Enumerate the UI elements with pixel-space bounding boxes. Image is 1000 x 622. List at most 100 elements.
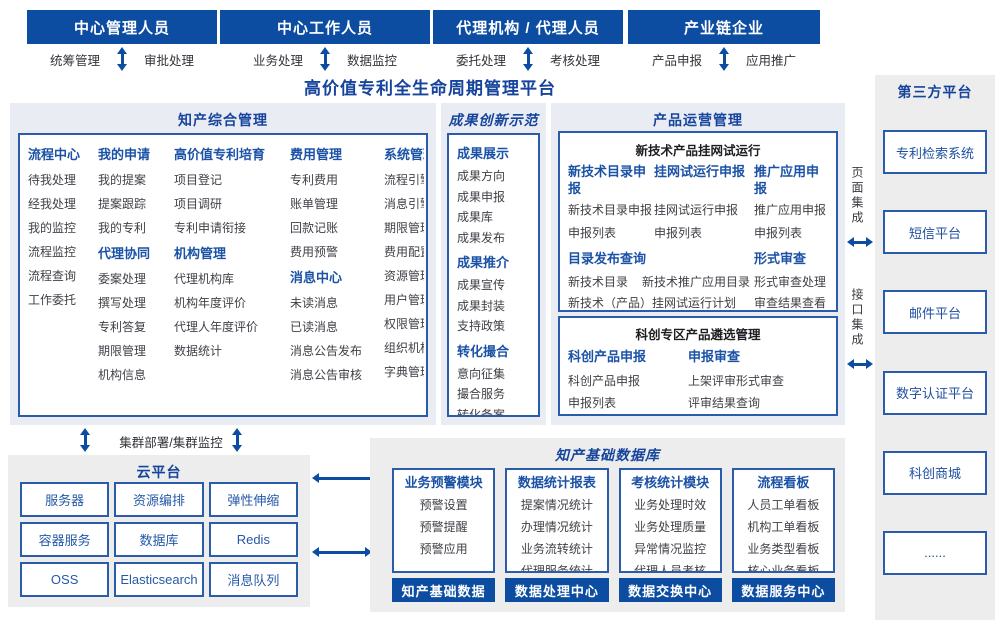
double-arrow-vertical-icon [116,47,128,71]
platform-title: 高价值专利全生命周期管理平台 [304,79,556,98]
menu-item: 意向征集 [457,366,506,381]
panel-title: 知产基础数据库 [555,447,660,463]
double-arrow-vertical-icon [319,47,331,71]
section-header: 目录发布查询 [568,251,647,266]
role-group-industry-chain: 产业链企业 产品申报 应用推广 [628,10,820,72]
menu-row: 新技术目录申报 新技术目录申报申报列表 挂网试运行申报 挂网试运行申报申报列表 … [568,163,828,245]
menu-list: 人员工单看板机构工单看板业务类型看板核心业务看板 [736,494,831,573]
menu-item: 权限管理 [384,317,424,331]
menu-list: 项目登记项目调研专利申请衔接 [174,168,290,240]
menu-item: 项目调研 [174,197,223,211]
panel-title: 云平台 [136,464,182,480]
role-title: 中心管理人员 [27,10,217,44]
menu-inline-row: 新技术目录 新技术推广应用目录 [568,272,754,293]
role-function-label: 统筹管理 [49,53,100,68]
menu-item: 申报列表 [754,226,803,240]
menu-item: 业务类型看板 [747,542,820,556]
role-functions: 产品申报 应用推广 [628,46,820,72]
module-box: 业务预警模块 预警设置预警提醒预警应用 [392,468,496,573]
menu-item: 申报列表 [568,396,617,410]
menu-item: 核心业务看板 [747,564,820,573]
menu-column: 我的申请 我的提案提案跟踪我的专利 代理协同 委案处理撰写处理专利答复期限管理机… [98,145,174,411]
menu-list: 挂网试运行申报申报列表 [654,199,754,245]
section-header: 科创产品申报 [568,349,647,364]
third-party-system-box: 邮件平台 [883,290,987,335]
cluster-deploy-monitor-label: 集群部署/集群监控 [119,436,223,450]
menu-column: 新技术目录申报 新技术目录申报申报列表 [568,163,654,245]
cloud-service-box: 消息队列 [208,562,298,597]
data-center-bar: 知产基础数据 [392,578,496,602]
menu-item: 代理服务统计 [520,564,593,573]
menu-item: 人员工单看板 [747,498,820,512]
menu-item: 已读消息 [290,320,339,334]
module-box: 流程看板 人员工单看板机构工单看板业务类型看板核心业务看板 [731,468,835,573]
double-arrow-horizontal-icon [847,358,873,370]
double-arrow-horizontal-icon [312,546,372,558]
menu-list: 代理机构库机构年度评价代理人年度评价数据统计 [174,267,290,363]
section-header: 转化撮合 [457,343,510,359]
menu-item: 申报列表 [654,226,703,240]
menu-column: 挂网试运行申报 挂网试运行申报申报列表 [654,163,754,245]
third-party-system-box: ...... [883,530,987,575]
menu-item: 机构工单看板 [747,520,820,534]
panel-third-party-platforms: 第三方平台 专利检索系统短信平台邮件平台数字认证平台科创商城...... [875,75,995,620]
menu-list: 未读消息已读消息消息公告发布消息公告审核 [290,291,384,387]
role-group-center-managers: 中心管理人员 统筹管理 审批处理 [27,10,217,72]
panel-title: 成果创新示范 [448,112,539,128]
third-party-system-box: 数字认证平台 [883,370,987,415]
menu-item: 机构信息 [98,368,147,382]
panel-ip-base-database: 知产基础数据库 业务预警模块 预警设置预警提醒预警应用 知产基础数据 数据统计报… [370,438,845,612]
menu-item: 形式审查处理 [754,275,827,289]
cloud-service-box: 容器服务 [20,522,110,557]
menu-item: 我的专利 [98,221,147,235]
menu-board: 成果展示 成果方向成果申报成果库成果发布 成果推介 成果宣传成果封装支持政策 转… [447,133,540,417]
menu-item: 预警设置 [419,498,468,512]
menu-column: 推广应用申报 推广应用申报申报列表 [754,163,828,245]
section-header: 形式审查 [754,251,807,266]
menu-item: 撰写处理 [98,296,147,310]
menu-item: 费用配置 [384,245,424,259]
subpanel-new-tech-trial: 新技术产品挂网试运行 新技术目录申报 新技术目录申报申报列表 挂网试运行申报 挂… [558,131,838,312]
menu-item: 期限管理 [384,221,424,235]
role-functions: 委托处理 考核处理 [433,46,623,72]
cloud-service-box: 服务器 [20,482,110,517]
database-modules: 业务预警模块 预警设置预警提醒预警应用 知产基础数据 数据统计报表 提案情况统计… [392,468,835,602]
section-header: 高价值专利培育 [174,147,266,162]
menu-item: 流程监控 [28,245,77,259]
menu-item: 代理人年度评价 [174,320,259,334]
menu-list: 提案情况统计办理情况统计业务流转统计代理服务统计 [509,494,604,573]
menu-row: 科创产品申报 科创产品申报申报列表 申报审查 上架评审形式审查评审结果查询 [568,347,828,414]
data-center-bar: 数据处理中心 [505,578,609,602]
menu-item: 预警提醒 [419,520,468,534]
menu-item: 提案情况统计 [520,498,593,512]
menu-item: 专利答复 [98,320,147,334]
menu-column: 科创产品申报 科创产品申报申报列表 [568,347,688,414]
section-header: 推广应用申报 [754,164,820,196]
menu-column: 系统管理 流程引擎消息引擎期限管理费用配置资源管理用户管理权限管理组织机构字典管… [384,145,424,411]
menu-item: 业务流转统计 [520,542,593,556]
role-function-label: 考核处理 [550,53,601,68]
role-function-label: 产品申报 [651,53,702,68]
menu-item: 字典管理 [384,365,424,379]
cloud-service-box: OSS [20,562,110,597]
menu-item: 成果方向 [457,169,506,183]
database-module: 考核统计模块 业务处理时效业务处理质量异常情况监控代理人员考核 数据交换中心 [618,468,722,602]
role-group-center-staff: 中心工作人员 业务处理 数据监控 [220,10,430,72]
panel-integrated-ip-management: 知产综合管理 流程中心 待我处理经我处理我的监控流程监控流程查询工作委托 我的申… [10,103,436,425]
panel-title: 第三方平台 [897,84,973,100]
role-title: 中心工作人员 [220,10,430,44]
menu-list: 我的提案提案跟踪我的专利 [98,168,174,240]
menu-item: 流程查询 [28,269,77,283]
menu-row: 目录发布查询 新技术目录 新技术推广应用目录 新技术（产品）挂网试运行计划 形式… [568,249,828,314]
menu-item: 挂网试运行申报 [654,203,739,217]
database-module: 数据统计报表 提案情况统计办理情况统计业务流转统计代理服务统计 数据处理中心 [505,468,609,602]
menu-item: 回款记账 [290,221,339,235]
menu-item: 期限管理 [98,344,147,358]
menu-item: 工作委托 [28,293,77,307]
menu-item: 新技术（产品）挂网试运行计划 [568,296,737,310]
menu-column: 高价值专利培育 项目登记项目调研专利申请衔接 机构管理 代理机构库机构年度评价代… [174,145,290,411]
panel-achievement-innovation-demo: 成果创新示范 成果展示 成果方向成果申报成果库成果发布 成果推介 成果宣传成果封… [441,103,546,425]
menu-item: 未读消息 [290,296,339,310]
menu-item: 新技术目录 [568,275,629,289]
